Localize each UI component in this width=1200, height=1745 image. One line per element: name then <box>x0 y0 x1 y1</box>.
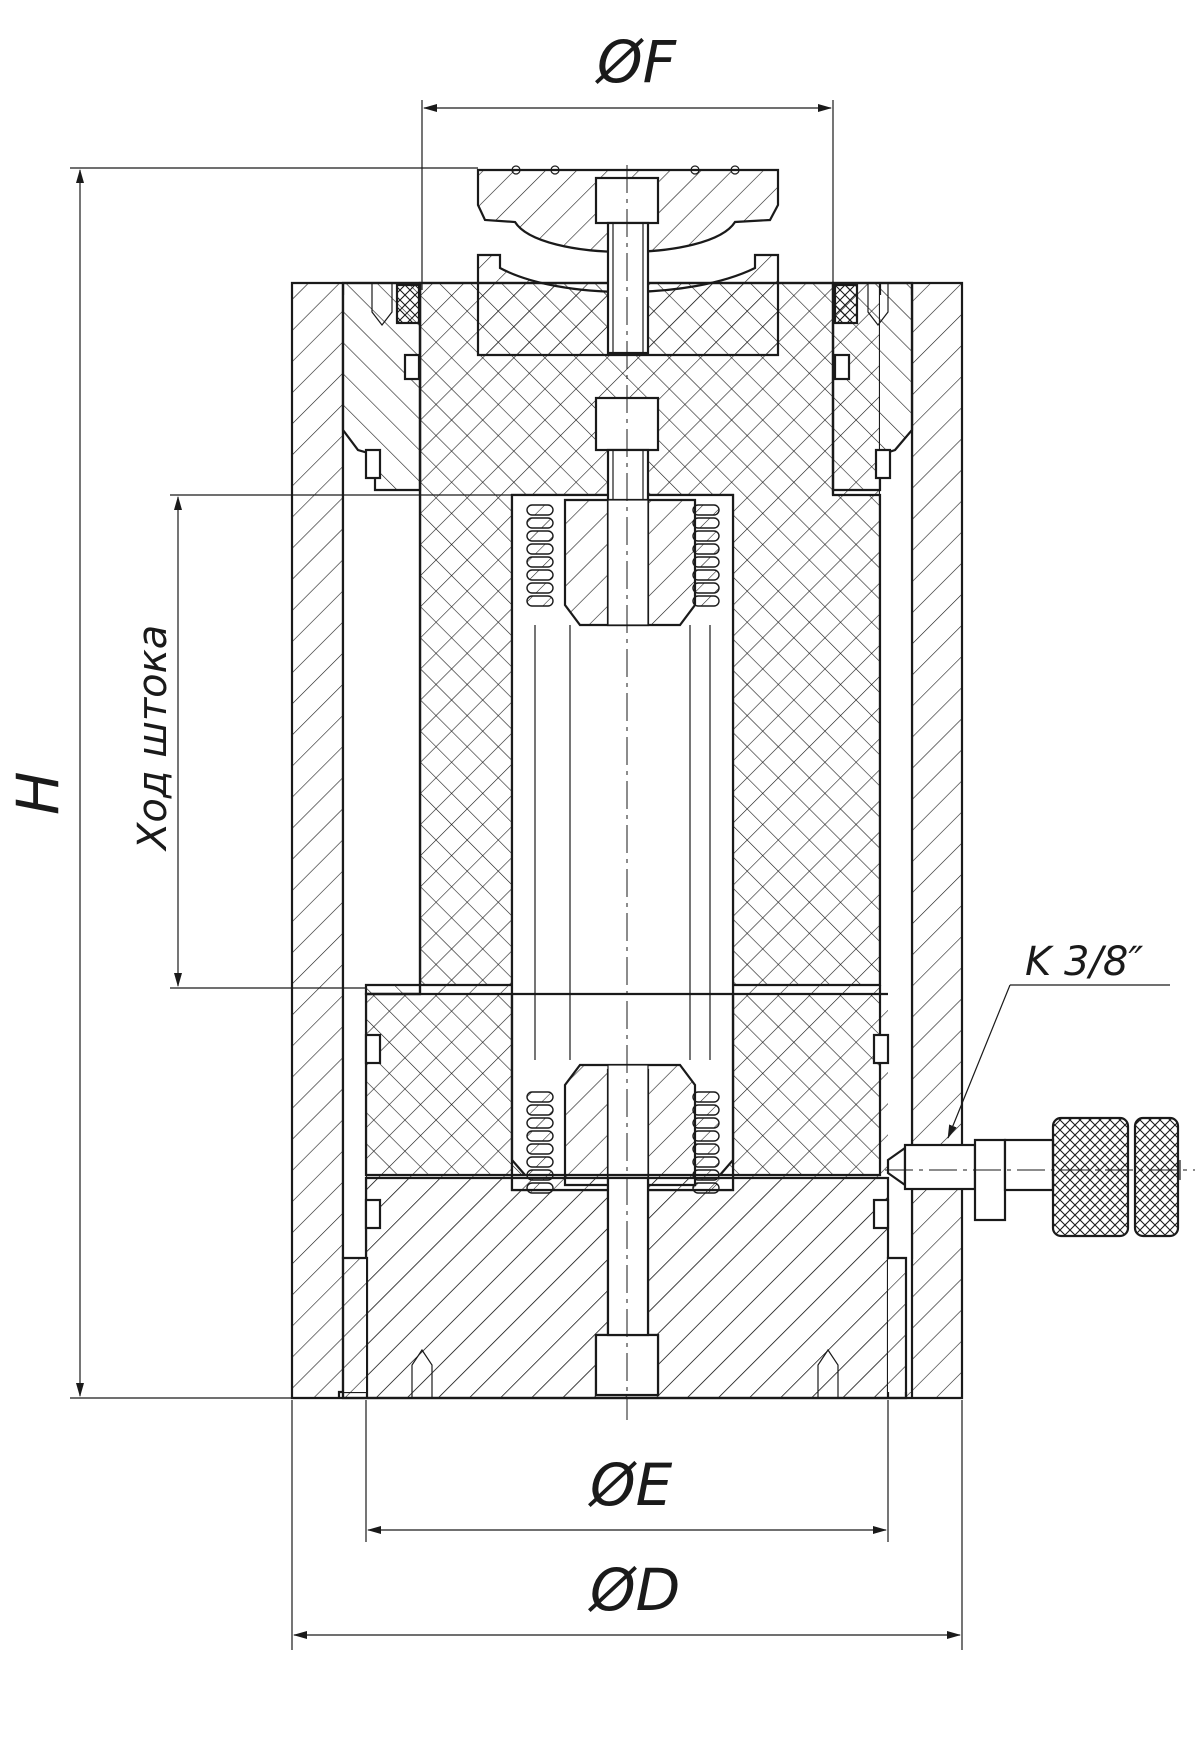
piston-head <box>364 992 890 1177</box>
spring-coil <box>692 504 720 516</box>
spring-coil <box>526 1091 554 1103</box>
spring-coil <box>692 1156 720 1168</box>
dimension-stroke <box>170 494 512 989</box>
spring-coil <box>692 1104 720 1116</box>
spring-coil <box>692 1091 720 1103</box>
spring-coil <box>692 517 720 529</box>
seal-ring <box>833 283 859 325</box>
spring-coil <box>692 582 720 594</box>
spring-coil <box>526 1143 554 1155</box>
label-dim-port: K 3/8″ <box>1025 939 1143 985</box>
dimension-f <box>421 100 834 290</box>
seal-ring <box>395 283 421 325</box>
spring-retainer-bottom <box>563 1063 697 1191</box>
return-spring <box>526 504 720 1194</box>
spring-coil <box>526 556 554 568</box>
spring-coil <box>692 543 720 555</box>
base-plate <box>341 1176 908 1400</box>
dimension-port <box>947 984 1170 1139</box>
spring-coil <box>526 517 554 529</box>
dimension-e <box>365 1400 889 1542</box>
spring-coil <box>526 595 554 607</box>
spring-coil <box>526 1130 554 1142</box>
spring-coil <box>526 1117 554 1129</box>
spring-coil <box>526 569 554 581</box>
label-dim-d: ØD <box>588 1556 680 1624</box>
label-dim-h: H <box>4 771 72 815</box>
spring-coil <box>526 1156 554 1168</box>
quick-coupler <box>886 1116 1181 1238</box>
label-dim-f: ØF <box>595 28 678 96</box>
spring-coil <box>526 530 554 542</box>
spring-retainer-top <box>563 498 697 627</box>
label-dim-stroke: Ход штока <box>130 625 176 852</box>
spring-coil <box>692 1130 720 1142</box>
spring-coil <box>692 595 720 607</box>
spring-coil <box>526 543 554 555</box>
spring-coil <box>526 582 554 594</box>
top-gland <box>341 281 914 492</box>
dimension-h <box>70 167 478 1399</box>
spring-coil <box>692 569 720 581</box>
spring-coil <box>526 504 554 516</box>
dimension-d <box>291 1400 963 1650</box>
label-dim-e: ØE <box>588 1451 673 1519</box>
spring-coil <box>692 1117 720 1129</box>
spring-coil <box>692 530 720 542</box>
spring-coil <box>692 556 720 568</box>
spring-coil <box>526 1104 554 1116</box>
spring-coil <box>692 1143 720 1155</box>
